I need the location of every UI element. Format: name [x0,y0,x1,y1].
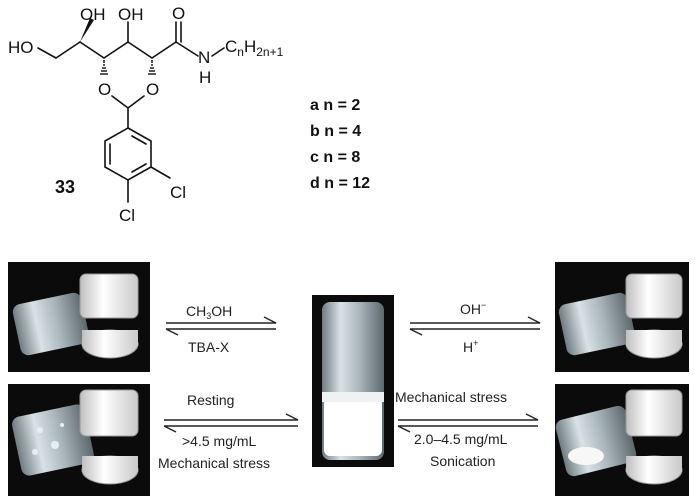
rxn-tl-below: TBA-X [188,339,230,355]
molecule-structure: HO OH OH O N H CnH2n+1 [8,4,284,225]
label-cl-top: Cl [170,183,186,202]
variant-b: b n = 4 [310,123,361,140]
chain-sub: 2n+1 [256,45,283,59]
reaction-bottom-right: Mechanical stress 2.0–4.5 mg/mL Sonicati… [395,389,539,469]
variant-d: d n = 12 [310,175,370,192]
rxn-br-below2: Sonication [430,453,495,469]
variant-c: c n = 8 [310,149,360,166]
chain-h: H [244,37,256,56]
arrow-backward-tl [165,328,276,336]
chain-c: C [225,37,237,56]
label-ring-o-right: O [146,80,159,99]
rxn-tr-sup: − [481,300,486,310]
rxn-tl-oh: OH [211,303,232,319]
photo-gel-bottom-left [8,384,150,496]
photo-gel-bottom-right [555,384,689,496]
rxn-bl-above: Resting [187,392,234,408]
rxn-tl-above: CH3OH [186,303,232,321]
rxn-bl-below2: Mechanical stress [158,455,270,471]
label-ho: HO [8,38,34,57]
arrow-backward-br [397,425,538,433]
compound-number: 33 [55,177,75,197]
label-nh-n: N [198,48,210,67]
rxn-tr-above: OH− [460,300,486,317]
rxn-tr-below: H+ [463,338,478,355]
label-alkyl-chain: CnH2n+1 [225,37,284,59]
label-ring-o-left: O [98,80,111,99]
rxn-bl-below1: >4.5 mg/mL [182,433,257,449]
rxn-tr-oh: OH [460,301,481,317]
reaction-top-left: CH3OH TBA-X [165,303,277,355]
rxn-br-above: Mechanical stress [395,389,507,405]
photo-sol-top-right [555,262,689,372]
variant-list: a n = 2 b n = 4 c n = 8 d n = 12 [310,97,370,192]
chain-n: n [237,45,244,59]
label-oh-left: OH [80,5,106,24]
reaction-top-right: OH− H+ [409,300,541,355]
arrow-forward-bl [164,413,299,421]
arrow-forward-tl [166,316,277,324]
photo-gel-center [312,295,394,467]
label-carbonyl-o: O [172,4,185,23]
rxn-tl-ch: CH [186,303,206,319]
arrow-backward-tr [409,328,540,336]
arrow-backward-bl [163,425,298,433]
reaction-bottom-left: Resting >4.5 mg/mL Mechanical stress [158,392,299,471]
label-cl-bottom: Cl [119,206,135,225]
rxn-tr-h: H [463,339,473,355]
label-nh-h: H [199,68,211,87]
rxn-tr-h-sup: + [473,338,478,348]
arrow-forward-tr [410,316,541,324]
rxn-br-below1: 2.0–4.5 mg/mL [414,431,508,447]
arrow-forward-br [398,413,539,421]
rxn-tl-sub: 3 [206,311,211,321]
label-oh-right: OH [118,5,144,24]
variant-a: a n = 2 [310,97,360,114]
photo-sol-top-left [8,262,150,372]
